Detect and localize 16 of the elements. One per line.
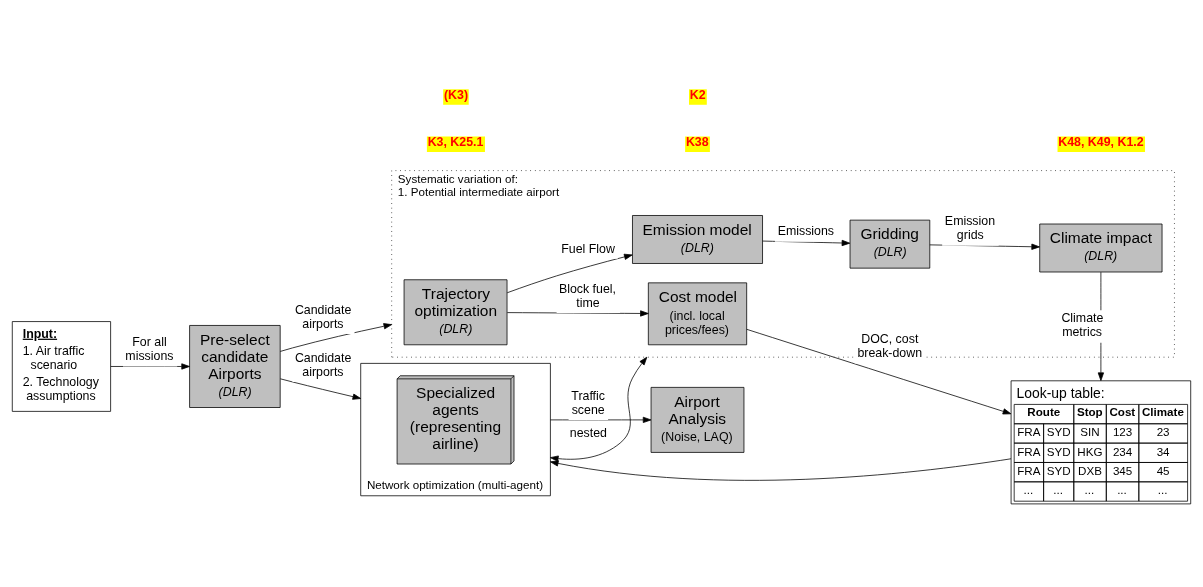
edge-label: Emissions [777, 224, 835, 239]
edge-label: Block fuel, time [558, 281, 617, 310]
label: K3, K25.1 [427, 135, 484, 150]
label: K48, K49, K1.2 [1058, 135, 1144, 150]
edge-label: DOC, cost break-down [857, 332, 923, 361]
label: K2 [689, 88, 706, 103]
edge-label: Traffic scene [571, 388, 606, 417]
edge-label: Candidate airports [294, 302, 352, 331]
edge-label: Climate metrics [1061, 311, 1104, 340]
edge-label: Candidate airports [294, 350, 352, 379]
edge-label: nested [569, 425, 607, 440]
edge-label: Fuel Flow [561, 241, 615, 256]
edge-label: Emission grids [944, 214, 996, 243]
label: (K3) [443, 88, 468, 103]
label: K38 [685, 135, 709, 150]
edge-label: For all missions [125, 335, 174, 364]
